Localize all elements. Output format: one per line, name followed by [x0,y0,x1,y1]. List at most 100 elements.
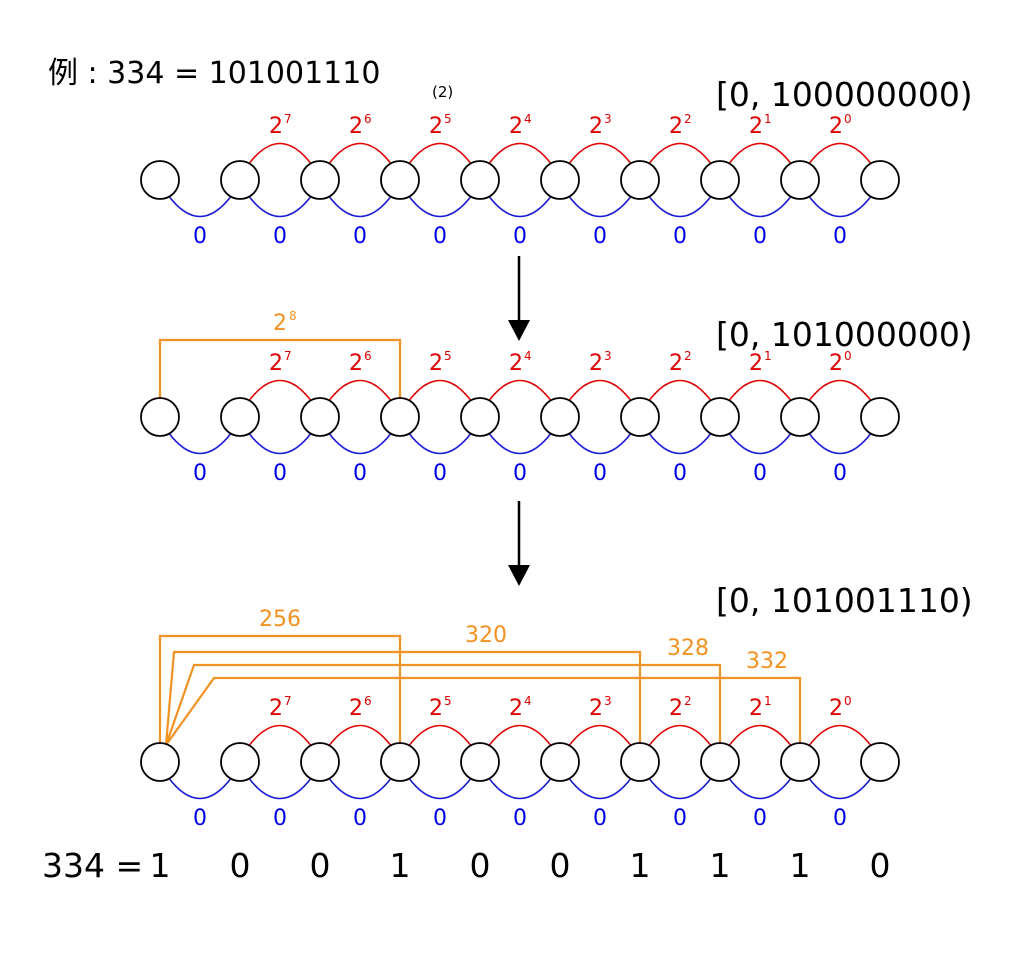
power-label-exponent: 3 [604,694,612,708]
range-label-row-3: [0, 101001110) [716,581,973,620]
bridge-label: 256 [259,607,301,632]
zero-edge [407,776,473,800]
zero-edge [487,194,553,218]
graph-node [780,742,820,782]
power-edge [487,379,553,403]
zero-edge-label: 0 [353,224,367,249]
bridge-edge [165,676,802,746]
power-edge [807,379,873,403]
binary-digit: 0 [470,846,491,885]
power-label-exponent: 7 [284,112,292,126]
zero-edge-label: 0 [833,806,847,831]
graph-node [860,742,900,782]
zero-edge-label: 0 [193,806,207,831]
graph-node [860,397,900,437]
zero-edge [407,431,473,455]
zero-edge [807,194,873,218]
graph-node [300,160,340,200]
power-edge [727,142,793,166]
down-arrow-icon [508,256,530,341]
zero-edge-label: 0 [193,461,207,486]
power-label-base: 2 [749,696,763,721]
bridge-label: 328 [667,636,709,661]
power-label-exponent: 7 [284,349,292,363]
graph-node [460,160,500,200]
graph-node [220,397,260,437]
zero-edge-label: 0 [433,224,447,249]
power-label-base: 2 [429,351,443,376]
graph-node [380,397,420,437]
graph-node [300,742,340,782]
power-label-base: 2 [669,696,683,721]
graph-node [700,397,740,437]
power-edge [647,142,713,166]
power-label-base: 2 [589,696,603,721]
graph-node [540,397,580,437]
power-edge [567,724,633,748]
graph-node [460,742,500,782]
graph-node [460,397,500,437]
power-label-exponent: 2 [684,694,692,708]
power-edge [727,379,793,403]
graph-node [700,160,740,200]
power-edge [487,724,553,748]
power-edge [407,724,473,748]
power-edge [407,379,473,403]
power-label-base: 2 [589,114,603,139]
zero-edge [167,776,233,800]
power-label-base: 2 [509,351,523,376]
zero-edge-label: 0 [353,806,367,831]
graph-node [780,397,820,437]
zero-edge [727,194,793,218]
power-edge [647,724,713,748]
power-edge [727,724,793,748]
power-label-exponent: 3 [604,112,612,126]
power-edge [327,379,393,403]
binary-digit: 1 [390,846,411,885]
graph-node [380,742,420,782]
graph-node [620,742,660,782]
power-edge [807,142,873,166]
zero-edge-label: 0 [833,224,847,249]
bridge-edge [158,634,402,743]
zero-edge [807,431,873,455]
zero-edge [247,431,313,455]
power-edge [567,379,633,403]
zero-edge-label: 0 [673,224,687,249]
power-label-base: 2 [429,696,443,721]
zero-edge-label: 0 [753,461,767,486]
power-label-base: 2 [509,696,523,721]
power-edge [807,724,873,748]
zero-edge-label: 0 [433,461,447,486]
power-label-exponent: 4 [524,694,532,708]
example-header: 例 : 334 = 101001110 (2) [48,56,453,101]
zero-edge [647,776,713,800]
down-arrow-icon [508,501,530,586]
graph-node [780,160,820,200]
binary-expansion-prefix: 334 = [42,846,143,885]
graph-node [220,160,260,200]
graph-node [620,160,660,200]
power-label-base: 2 [429,114,443,139]
graph-node [700,742,740,782]
zero-edge [647,431,713,455]
binary-digit: 1 [710,846,731,885]
power-label-base: 2 [589,351,603,376]
zero-edge [487,431,553,455]
zero-edge [327,776,393,800]
zero-edge-label: 0 [673,461,687,486]
graph-node [300,397,340,437]
zero-edge-label: 0 [593,224,607,249]
power-edge [567,142,633,166]
power-label-base: 2 [829,114,843,139]
zero-edge [567,776,633,800]
power-label-exponent: 0 [844,694,852,708]
transition-arrows [508,256,530,586]
power-label-exponent: 6 [364,349,372,363]
power-label-exponent: 0 [844,349,852,363]
zero-edge [727,776,793,800]
zero-edge-label: 0 [593,806,607,831]
